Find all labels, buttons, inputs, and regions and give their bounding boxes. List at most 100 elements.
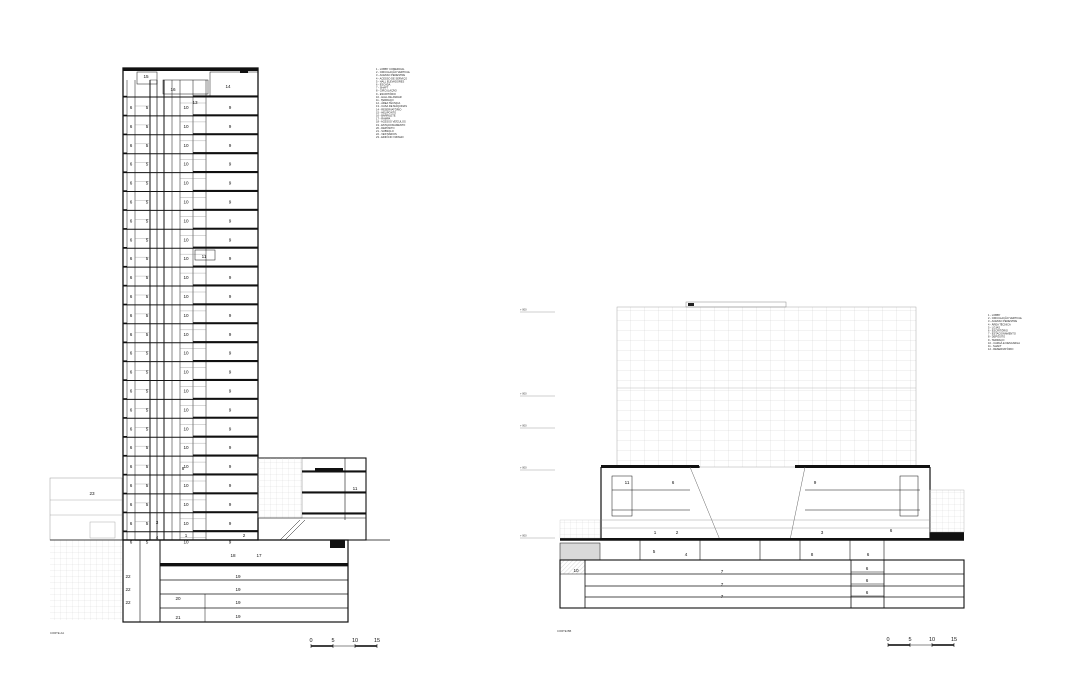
tower-label-elev: 5 <box>146 200 149 205</box>
atrium-grid <box>257 457 303 519</box>
tower-label-stair: 6 <box>130 502 133 507</box>
tower-label-stair: 6 <box>130 313 133 318</box>
scale-label: 15 <box>374 638 380 644</box>
tower-label-elev: 5 <box>146 483 149 488</box>
tower-label-elev: 5 <box>146 445 149 450</box>
room-label-b-technical: 6 <box>866 578 869 583</box>
podium-label-terrace: 11 <box>353 486 358 491</box>
legend-a-item: 21 - SUBSOLO <box>376 129 394 133</box>
tower-label-elev: 5 <box>146 143 149 148</box>
level-mark: + 000 <box>520 534 527 538</box>
legend-a-item: 2 - CIRCULAÇÃO VERTICAL <box>376 69 411 74</box>
tower-label-office: 9 <box>229 483 232 488</box>
scale-label: 5 <box>331 638 334 644</box>
tower-label-stair: 6 <box>130 181 133 186</box>
legend-a-item: 14 - RESERVATÓRIO <box>376 106 401 111</box>
tower-label-stair: 6 <box>130 445 133 450</box>
legend-a-item: 3 - ACESSO PEDESTRE <box>376 73 405 77</box>
tower-label-stair: 6 <box>130 370 133 375</box>
tower-label-hall: 10 <box>183 483 189 488</box>
legend-b-item: 8 - DEPÓSITO <box>988 334 1005 339</box>
podium-label-circulation: 8 <box>182 466 185 471</box>
legend-b-item: 1 - LOBBY <box>988 313 1001 317</box>
legend-a-item: 18 - ACESSO VEÍCULOS <box>376 120 406 124</box>
scale-label: 10 <box>929 637 935 643</box>
tower-label-stair: 6 <box>130 218 133 223</box>
legend-a-item: 20 - DEPÓSITO <box>376 125 395 130</box>
legend-a-item: 8 - CIRCULAÇÃO <box>376 88 397 93</box>
legend-b-item: 6 - ESCRITÓRIO <box>988 328 1008 333</box>
legend-a-item: 4 - ACESSO DE SERVIÇO <box>376 76 407 80</box>
tower-label-hall: 10 <box>183 105 189 110</box>
room-label-b: 8 <box>811 552 814 557</box>
tower-label-office: 9 <box>229 521 232 526</box>
tower-label-elev: 5 <box>146 294 149 299</box>
tower-label-hall: 10 <box>183 426 189 431</box>
tower-label-hall: 10 <box>183 162 189 167</box>
tower-label-hall: 10 <box>183 540 189 545</box>
legend-a-item: 10 - HALL DE ANDAR <box>376 95 402 99</box>
tower-floors <box>123 68 259 541</box>
legend-b-item: 7 - ESTACIONAMENTO <box>988 332 1016 336</box>
roof-equipment <box>685 301 787 308</box>
room-label-b: 1 <box>654 530 657 535</box>
top-label-helipad: 15 <box>143 74 149 79</box>
tower-label-hall: 10 <box>183 143 189 148</box>
legend-a-item: 7 - SHAFT <box>376 86 389 90</box>
legend-a-item: 15 - HELIPONTO <box>376 110 396 114</box>
basement <box>122 539 349 623</box>
basement-floors <box>139 540 348 622</box>
legend-b-item: 11 - SHAFT <box>988 344 1002 348</box>
top-label-barrilete: 16 <box>170 87 176 92</box>
legend-a-item: 23 - EDIFÍCIO VIZINHO <box>376 135 404 139</box>
podium-label-ped: 3 <box>156 520 159 525</box>
podium-section <box>559 465 965 609</box>
podium-label-lobby: 1 <box>185 533 188 538</box>
tower-label-elev: 5 <box>146 502 149 507</box>
tower-label-office: 9 <box>229 332 232 337</box>
tower-label-stair: 6 <box>130 143 133 148</box>
tower-label-stair: 6 <box>130 237 133 242</box>
legend-a-item: 11 - TERRAÇO <box>376 98 394 102</box>
tower-label-stair: 6 <box>130 124 133 129</box>
tower-label-hall: 10 <box>183 370 189 375</box>
tower-label-office: 9 <box>229 389 232 394</box>
tower-label-elev: 5 <box>146 313 149 318</box>
room-labels-a: 9 10 5 6 9 10 5 6 9 10 5 6 9 10 5 6 9 10 5 6 9 10 5 6 9 10 5 6 9 10 5 6… <box>89 74 357 620</box>
tower-label-office: 9 <box>229 313 232 318</box>
tower-label-elev: 5 <box>146 275 149 280</box>
tower-label-office: 9 <box>229 237 232 242</box>
legend-a-item: 13 - CASA DE MÁQUINAS <box>376 104 407 108</box>
level-mark: + 000 <box>520 466 527 470</box>
tower-label-stair: 6 <box>130 275 133 280</box>
tower-label-office: 9 <box>229 162 232 167</box>
tower-label-office: 9 <box>229 181 232 186</box>
top-label-reservoir: 14 <box>225 84 231 89</box>
tower-label-office: 9 <box>229 105 232 110</box>
tower-label-office: 9 <box>229 502 232 507</box>
tower-label-elev: 5 <box>146 370 149 375</box>
tower-label-stair: 6 <box>130 332 133 337</box>
tower-label-elev: 5 <box>146 218 149 223</box>
tower-label-office: 9 <box>229 407 232 412</box>
room-label-b: 11 <box>625 480 630 485</box>
tower-label-elev: 5 <box>146 351 149 356</box>
tower-label-office: 9 <box>229 445 232 450</box>
tower-label-hall: 10 <box>183 181 189 186</box>
tower-label-hall: 10 <box>183 256 189 261</box>
tower-label-hall: 10 <box>183 313 189 318</box>
room-label-b: 10 <box>573 568 579 573</box>
tower-label-hall: 10 <box>183 351 189 356</box>
legend-a-item: 5 - HALL ELEVADORES <box>376 79 405 83</box>
tower-label-stair: 6 <box>130 407 133 412</box>
legend-b-item: 3 - ACESSO PEDESTRE <box>988 319 1017 323</box>
tower-label-terrace: 11 <box>202 254 207 259</box>
base-label-lockers-1: 22 <box>125 574 131 579</box>
ground-slab <box>160 563 348 566</box>
legend-b-item: 4 - ÁREA TÉCNICA <box>988 321 1011 326</box>
base-label-parking-1: 19 <box>235 574 241 579</box>
